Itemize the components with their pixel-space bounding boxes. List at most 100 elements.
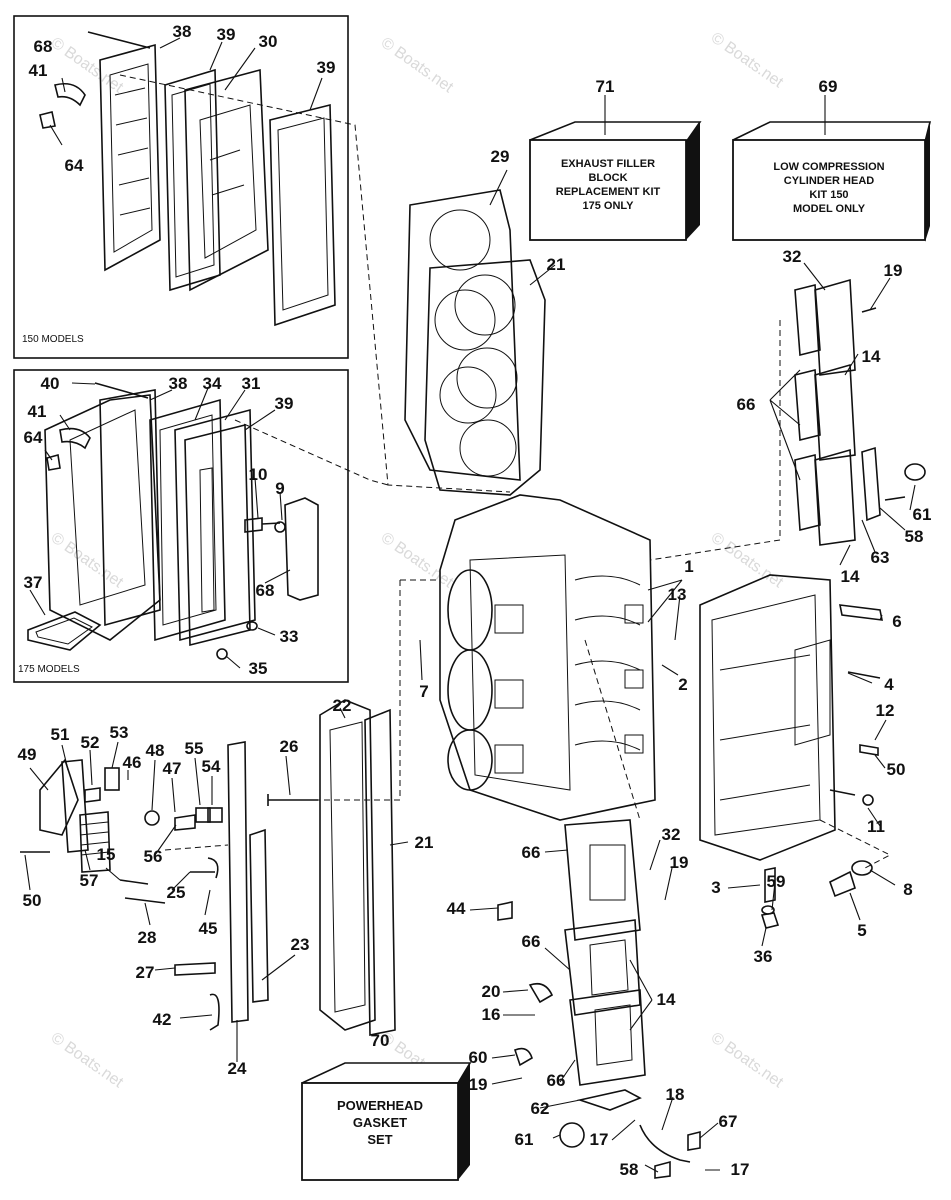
watermark: © Boats.net — [48, 34, 127, 96]
callout: 50 — [887, 760, 906, 779]
callout: 54 — [202, 757, 221, 776]
callout-labels: 68 38 39 30 39 41 64 40 38 34 31 39 41 6… — [18, 22, 932, 1179]
callout: 53 — [110, 723, 129, 742]
callout: 66 — [522, 932, 541, 951]
callout: 25 — [167, 883, 186, 902]
cylinder-head-gaskets — [404, 189, 546, 496]
callout: 47 — [163, 759, 182, 778]
callout: 42 — [153, 1010, 172, 1029]
kit-69-line4: MODEL ONLY — [793, 203, 866, 215]
callout: 15 — [97, 845, 116, 864]
callout: 32 — [662, 825, 681, 844]
kit-71-line2: BLOCK — [588, 172, 627, 184]
inset-150-models: 150 MODELS — [13, 15, 349, 359]
watermark: © Boats.net — [48, 1029, 127, 1091]
callout: 13 — [668, 585, 687, 604]
callout: 20 — [482, 982, 501, 1001]
callout: 14 — [862, 347, 881, 366]
callout: 69 — [819, 77, 838, 96]
callout: 30 — [259, 32, 278, 51]
callout: 68 — [256, 581, 275, 600]
callout: 9 — [275, 479, 284, 498]
watermark: © Boats.net — [48, 529, 127, 591]
callout: 66 — [522, 843, 541, 862]
callout: 3 — [711, 878, 720, 897]
callout: 46 — [123, 753, 142, 772]
callout: 61 — [913, 505, 932, 524]
kit-71: EXHAUST FILLER BLOCK REPLACEMENT KIT 175… — [529, 121, 702, 241]
inset-175-caption: 175 MODELS — [18, 664, 80, 675]
callout: 61 — [515, 1130, 534, 1149]
kit-70-line1: POWERHEAD — [337, 1098, 423, 1113]
callout: 39 — [275, 394, 294, 413]
callout: 19 — [670, 853, 689, 872]
callout: 38 — [173, 22, 192, 41]
callout: 23 — [291, 935, 310, 954]
callout: 18 — [666, 1085, 685, 1104]
callout: 17 — [731, 1160, 750, 1179]
callout: 67 — [719, 1112, 738, 1131]
callout: 19 — [884, 261, 903, 280]
kit-69: LOW COMPRESSION CYLINDER HEAD KIT 150 MO… — [732, 121, 932, 242]
callout: 57 — [80, 871, 99, 890]
kit-71-line4: 175 ONLY — [583, 200, 635, 212]
callout: 52 — [81, 733, 100, 752]
watermark: © Boats.net — [708, 1029, 787, 1091]
callout: 26 — [280, 737, 299, 756]
callout: 58 — [905, 527, 924, 546]
callout: 51 — [51, 725, 70, 744]
kit-71-line1: EXHAUST FILLER — [561, 158, 655, 170]
callout: 31 — [242, 374, 261, 393]
callout: 38 — [169, 374, 188, 393]
callout: 49 — [18, 745, 37, 764]
reed-valves-upper — [794, 278, 926, 546]
callout: 35 — [249, 659, 268, 678]
callout: 71 — [596, 77, 615, 96]
callout: 55 — [185, 739, 204, 758]
callout: 66 — [737, 395, 756, 414]
callout: 17 — [590, 1130, 609, 1149]
callout: 22 — [333, 696, 352, 715]
callout: 56 — [144, 847, 163, 866]
inset-150-caption: 150 MODELS — [22, 334, 84, 345]
callout: 50 — [23, 891, 42, 910]
callout: 64 — [65, 156, 84, 175]
callout: 64 — [24, 428, 43, 447]
callout: 12 — [876, 701, 895, 720]
watermark: © Boats.net — [708, 529, 787, 591]
callout: 1 — [684, 557, 693, 576]
cylinder-block — [439, 494, 656, 821]
callout: 7 — [419, 682, 428, 701]
callout: 2 — [678, 675, 687, 694]
watermark: © Boats.net — [708, 29, 787, 91]
callout: 44 — [447, 899, 466, 918]
callout: 29 — [491, 147, 510, 166]
callout: 70 — [371, 1031, 390, 1050]
watermark: © Boats.net — [378, 34, 457, 96]
callout: 58 — [620, 1160, 639, 1179]
callout: 36 — [754, 947, 773, 966]
kit-70-line2: GASKET — [353, 1115, 407, 1130]
callout: 37 — [24, 573, 43, 592]
callout: 39 — [317, 58, 336, 77]
callout: 21 — [415, 833, 434, 852]
callout: 63 — [871, 548, 890, 567]
callout: 32 — [783, 247, 802, 266]
kit-69-line2: CYLINDER HEAD — [784, 175, 875, 187]
callout: 41 — [28, 402, 47, 421]
callout: 45 — [199, 919, 218, 938]
callout: 21 — [547, 255, 566, 274]
callout: 19 — [469, 1075, 488, 1094]
callout: 59 — [767, 872, 786, 891]
callout: 11 — [867, 817, 885, 836]
callout: 14 — [657, 990, 676, 1009]
inset-175-models: 175 MODELS — [13, 369, 349, 683]
callout: 27 — [136, 963, 155, 982]
leader-lines — [24, 37, 916, 1173]
kit-69-line1: LOW COMPRESSION — [773, 161, 884, 173]
crankcase — [699, 574, 836, 861]
callout: 39 — [217, 25, 236, 44]
alignment-lines — [119, 74, 892, 869]
kit-69-line3: KIT 150 — [809, 189, 848, 201]
